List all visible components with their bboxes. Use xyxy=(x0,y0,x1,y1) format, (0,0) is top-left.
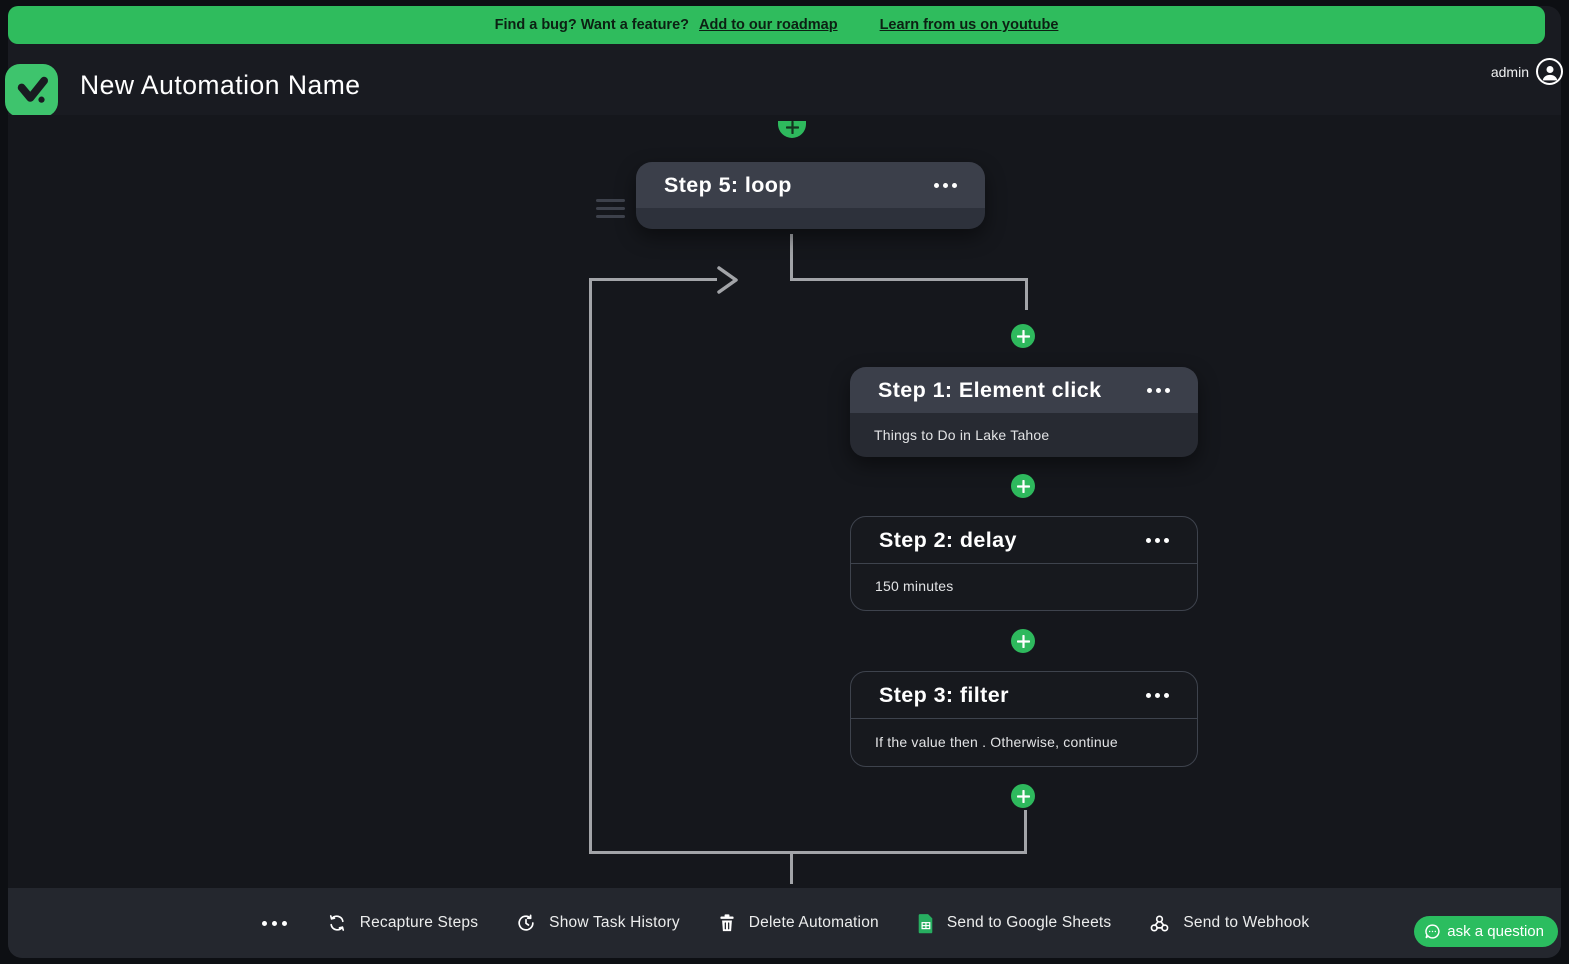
connector-into-step1 xyxy=(1025,278,1028,310)
avatar[interactable] xyxy=(1536,58,1563,85)
connector-exit-down xyxy=(790,852,793,884)
bottom-toolbar: Recapture Steps Show Task History Delete… xyxy=(8,888,1561,958)
toolbar-more-options-icon[interactable] xyxy=(260,915,289,932)
plus-icon xyxy=(1016,479,1030,493)
connector-step5-down xyxy=(790,234,793,281)
banner-text: Find a bug? Want a feature? xyxy=(494,17,689,33)
username-label: admin xyxy=(1490,63,1529,80)
connector-loop-left xyxy=(589,278,592,854)
toolbar-item-label: Recapture Steps xyxy=(359,914,479,931)
show-task-history-button[interactable]: Show Task History xyxy=(516,913,680,933)
step-title: Step 5: loop xyxy=(664,172,792,197)
refresh-icon xyxy=(329,915,344,931)
toolbar-item-label: Send to Google Sheets xyxy=(946,914,1112,931)
step-card-header[interactable]: Step 1: Element click xyxy=(850,367,1198,413)
step-card-element-click[interactable]: Step 1: Element click Things to Do in La… xyxy=(850,367,1198,457)
history-icon xyxy=(518,914,534,931)
drag-handle-icon[interactable] xyxy=(596,199,625,218)
step-title: Step 3: filter xyxy=(879,682,1009,707)
more-options-icon[interactable] xyxy=(934,179,957,192)
step-card-body xyxy=(636,208,985,229)
send-to-webhook-button[interactable]: Send to Webhook xyxy=(1149,913,1309,934)
loop-arrowhead-icon xyxy=(717,266,738,294)
delete-automation-button[interactable]: Delete Automation xyxy=(718,913,879,933)
step-card-body: 150 minutes xyxy=(851,564,1197,608)
add-step-button-1[interactable] xyxy=(1011,324,1035,348)
step-card-filter[interactable]: Step 3: filter If the value then . Other… xyxy=(850,671,1198,767)
plus-icon xyxy=(1016,634,1030,648)
step-card-body: If the value then . Otherwise, continue xyxy=(851,719,1197,764)
toolbar-item-label: Show Task History xyxy=(549,914,680,931)
sheets-icon xyxy=(918,913,933,933)
add-step-button-2[interactable] xyxy=(1011,474,1035,498)
more-options-icon[interactable] xyxy=(1146,534,1169,547)
step-card-delay[interactable]: Step 2: delay 150 minutes xyxy=(850,516,1198,611)
trash-icon xyxy=(720,914,734,932)
page-title[interactable]: New Automation Name xyxy=(80,70,361,100)
ask-a-question-button[interactable]: ask a question xyxy=(1414,916,1558,947)
announcement-banner: Find a bug? Want a feature? Add to our r… xyxy=(8,6,1545,44)
step-card-header[interactable]: Step 3: filter xyxy=(851,672,1197,719)
step-title: Step 1: Element click xyxy=(878,377,1102,402)
step-card-body: Things to Do in Lake Tahoe xyxy=(850,413,1198,457)
chat-button-label: ask a question xyxy=(1447,923,1544,940)
step-detail: If the value then . Otherwise, continue xyxy=(875,733,1118,750)
step-card-header[interactable]: Step 5: loop xyxy=(636,162,985,208)
plus-icon xyxy=(785,121,799,134)
more-options-icon[interactable] xyxy=(1147,384,1170,397)
add-step-button-top[interactable] xyxy=(778,121,806,138)
connector-after-step3 xyxy=(1024,810,1027,854)
step-card-loop[interactable]: Step 5: loop xyxy=(636,162,985,229)
step-detail: Things to Do in Lake Tahoe xyxy=(874,427,1050,443)
step-detail: 150 minutes xyxy=(875,578,954,594)
youtube-link[interactable]: Learn from us on youtube xyxy=(879,17,1059,33)
workflow-canvas[interactable] xyxy=(8,115,1561,888)
toolbar-item-label: Send to Webhook xyxy=(1183,914,1310,931)
step-card-header[interactable]: Step 2: delay xyxy=(851,517,1197,564)
toolbar-item-label: Delete Automation xyxy=(748,914,879,931)
send-to-google-sheets-button[interactable]: Send to Google Sheets xyxy=(917,913,1111,934)
plus-icon xyxy=(1016,789,1030,803)
person-icon xyxy=(1542,65,1557,80)
step-title: Step 2: delay xyxy=(879,527,1017,552)
webhook-icon xyxy=(1150,914,1169,932)
add-step-button-3[interactable] xyxy=(1011,629,1035,653)
connector-loop-return xyxy=(589,278,717,281)
recapture-steps-button[interactable]: Recapture Steps xyxy=(327,913,478,933)
connector-loop-bottom xyxy=(589,851,1027,854)
logo-checkmark-icon xyxy=(17,76,48,103)
chat-icon xyxy=(1425,924,1440,939)
roadmap-link[interactable]: Add to our roadmap xyxy=(699,17,838,33)
add-step-button-4[interactable] xyxy=(1011,784,1035,808)
plus-icon xyxy=(1016,329,1030,343)
app-logo[interactable] xyxy=(5,64,58,117)
user-menu[interactable]: admin xyxy=(1491,58,1563,85)
more-options-icon[interactable] xyxy=(1146,689,1169,702)
connector-step5-to-step1 xyxy=(790,278,1028,281)
